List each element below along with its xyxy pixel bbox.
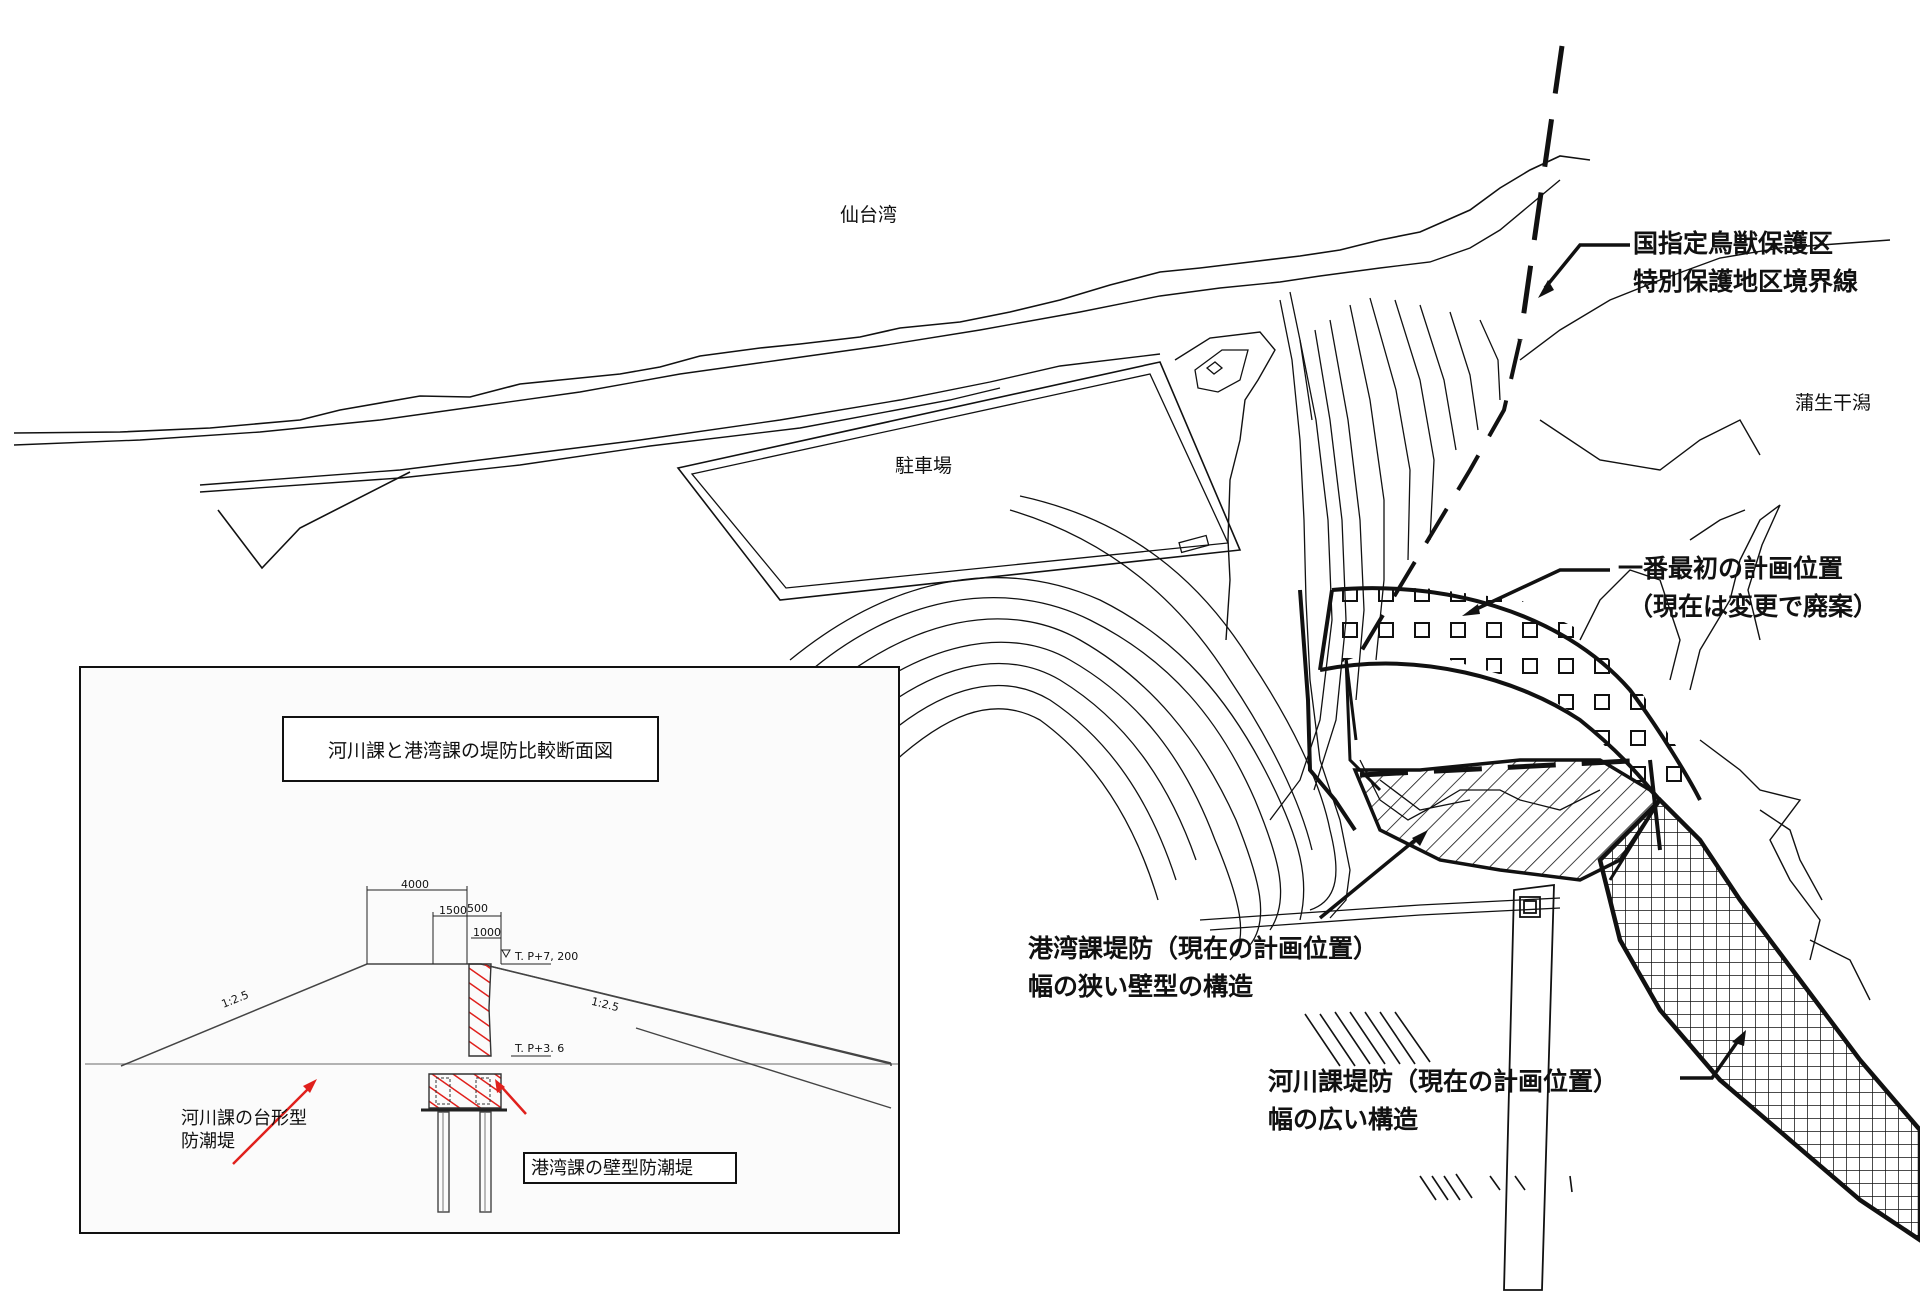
callout-river-levee-line2: 幅の広い構造 xyxy=(1268,1105,1419,1134)
dim-wall-c: 1000 xyxy=(473,926,501,939)
label-gamo-tidal-flat: 蒲生干潟 xyxy=(1795,392,1872,414)
watermark-text xyxy=(101,878,593,990)
fort-structure xyxy=(1174,331,1276,641)
coastline-inner xyxy=(13,179,1561,446)
callout-sanctuary-boundary: 国指定鳥獣保護区 特別保護地区境界線 xyxy=(1633,225,1858,301)
dim-crest-width: 4000 xyxy=(401,878,429,891)
port-levee-line xyxy=(1298,589,1357,832)
callout-first-plan-line1: 一番最初の計画位置 xyxy=(1618,554,1844,583)
river-label-line2: 防潮堤 xyxy=(181,1131,235,1152)
cross-section-inset: 河川課と港湾課の堤防比較断面図 4000 1500 500 1000 T. P+… xyxy=(79,666,900,1234)
leader-lines xyxy=(1318,243,1742,1080)
dim-elev-base: T. P+3. 6 xyxy=(515,1042,565,1055)
label-port-wall-levee: 港湾課の壁型防潮堤 xyxy=(523,1152,737,1184)
port-wall-stem xyxy=(468,963,492,1057)
callout-first-plan: 一番最初の計画位置 （現在は変更で廃案） xyxy=(1618,550,1878,626)
shore-road xyxy=(199,353,1161,486)
callout-first-plan-line2: （現在は変更で廃案） xyxy=(1628,592,1879,621)
river-label-line1: 河川課の台形型 xyxy=(181,1108,307,1129)
callout-port-levee-line1: 港湾課堤防（現在の計画位置） xyxy=(1028,934,1379,963)
shore-road-2 xyxy=(199,387,1001,493)
callout-river-levee: 河川課堤防（現在の計画位置） 幅の広い構造 xyxy=(1268,1063,1618,1139)
dim-wall-a: 1500 xyxy=(439,904,467,917)
callout-port-levee-line2: 幅の狭い壁型の構造 xyxy=(1028,972,1254,1001)
inset-title: 河川課と港湾課の堤防比較断面図 xyxy=(282,716,659,782)
dim-elev-top: T. P+7, 200 xyxy=(515,950,579,963)
parking-lot xyxy=(676,361,1242,601)
dim-wall-b: 500 xyxy=(467,902,488,915)
cross-section-drawing xyxy=(85,886,898,1213)
first-plan-area xyxy=(1320,588,1700,800)
sanctuary-boundary-line xyxy=(1517,45,1565,341)
port-wall-footing xyxy=(428,1073,502,1109)
coastline-outer xyxy=(13,155,1591,434)
label-sendai-bay: 仙台湾 xyxy=(840,204,898,226)
shore-zigzag xyxy=(217,471,411,570)
callout-sanctuary-line1: 国指定鳥獣保護区 xyxy=(1633,229,1834,258)
label-river-trapezoid-levee: 河川課の台形型 防潮堤 xyxy=(173,1102,341,1158)
label-parking: 駐車場 xyxy=(895,455,953,477)
callout-river-levee-line1: 河川課堤防（現在の計画位置） xyxy=(1268,1067,1619,1096)
callout-port-levee: 港湾課堤防（現在の計画位置） 幅の狭い壁型の構造 xyxy=(1028,930,1378,1006)
callout-sanctuary-line2: 特別保護地区境界線 xyxy=(1633,267,1859,296)
river-levee-band xyxy=(1597,796,1920,1243)
